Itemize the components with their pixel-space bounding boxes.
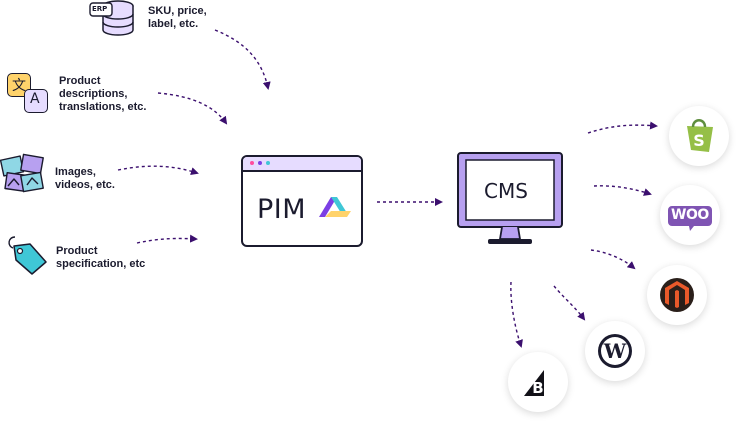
pim-logo-icon	[317, 193, 353, 221]
arrow-erp-to-pim	[214, 29, 271, 90]
magento-logo	[647, 265, 707, 325]
images-icon	[0, 152, 46, 198]
shopify-icon: S	[687, 119, 713, 152]
arrow-cms-to-shopify	[587, 121, 658, 134]
arrow-spec-to-pim	[136, 234, 198, 244]
arrow-cms-to-magento	[590, 249, 636, 270]
descriptions-label: Product descriptions, translations, etc.	[59, 75, 147, 113]
svg-text:B: B	[532, 379, 543, 397]
erp-label: SKU, price, label, etc.	[148, 5, 207, 30]
shopify-logo: S	[669, 106, 729, 166]
pim-window: PIM	[241, 155, 363, 247]
pim-window-titlebar	[243, 157, 361, 172]
cms-label: CMS	[484, 179, 528, 203]
window-dot-pink	[250, 161, 254, 165]
window-dot-purple	[258, 161, 262, 165]
specification-label: Product specification, etc	[56, 245, 146, 270]
woocommerce-text: WOO	[671, 207, 709, 223]
woocommerce-logo: WOO	[660, 185, 720, 245]
wordpress-logo: W	[585, 321, 645, 381]
window-dot-teal	[266, 161, 270, 165]
erp-database-icon: ERP	[88, 0, 136, 38]
arrow-cms-to-wordpress	[553, 285, 586, 321]
svg-text:S: S	[693, 131, 705, 150]
translation-icon: 文 A	[6, 72, 48, 114]
bigcommerce-logo: B	[508, 352, 568, 412]
tag-icon	[4, 232, 50, 276]
woocommerce-icon	[668, 206, 712, 231]
svg-text:W: W	[603, 339, 627, 363]
arrow-cms-to-bigcommerce	[510, 281, 523, 348]
media-label: Images, videos, etc.	[55, 166, 115, 191]
arrow-media-to-pim	[117, 165, 199, 175]
wordpress-icon: W	[598, 334, 632, 368]
arrow-cms-to-woocommerce	[593, 185, 652, 196]
erp-badge: ERP	[92, 5, 108, 13]
magento-icon	[660, 278, 694, 312]
monitor-icon	[456, 151, 564, 247]
pim-label: PIM	[257, 194, 307, 225]
bigcommerce-icon: B	[524, 370, 544, 397]
arrow-descriptions-to-pim	[157, 92, 228, 125]
